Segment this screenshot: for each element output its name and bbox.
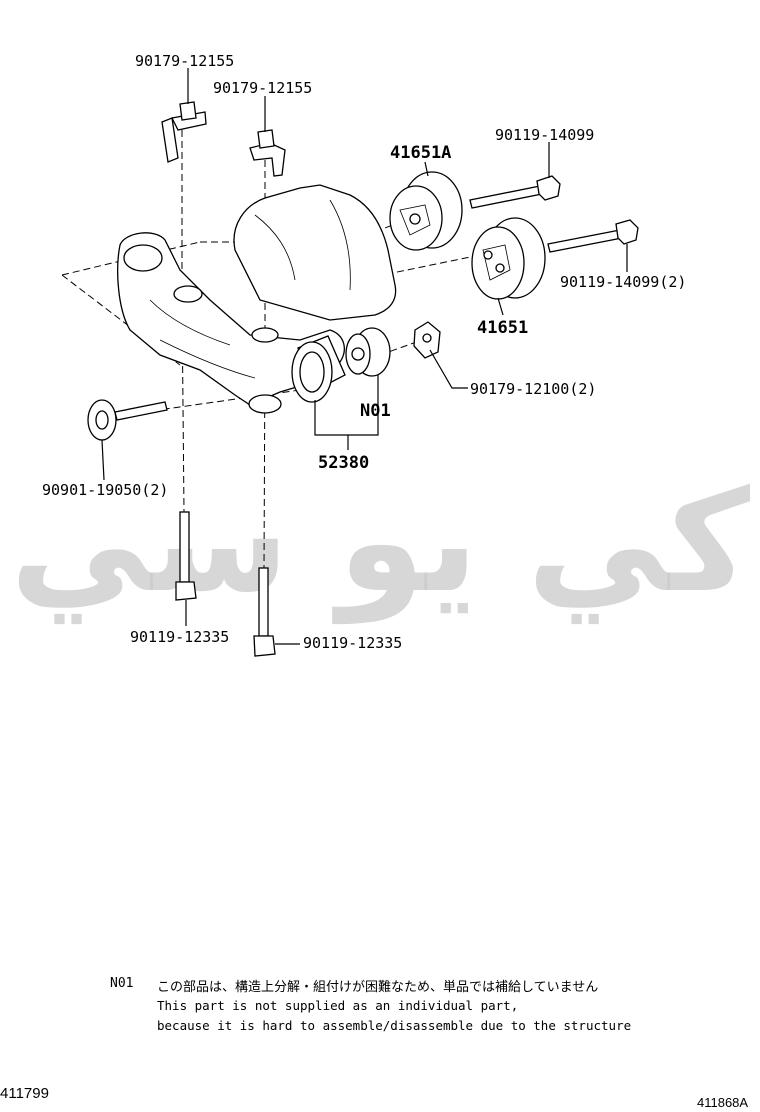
label-mount-main: 41651 (477, 318, 528, 338)
label-nut-right: 90179-12100(2) (470, 380, 596, 398)
support-member (117, 232, 345, 406)
mount-41651a (389, 171, 463, 251)
n01-bushing (345, 327, 391, 377)
label-bolt-bottom-left: 90119-12335 (130, 628, 229, 646)
footnote-english-line1: This part is not supplied as an individu… (157, 998, 519, 1013)
label-bolt-bottom-right: 90119-12335 (303, 634, 402, 652)
differential-housing (233, 184, 397, 321)
bracket-right (249, 129, 286, 177)
label-support: 52380 (318, 453, 369, 473)
bolt-bottom-right (253, 567, 276, 657)
footnote-english-line2: because it is hard to assemble/disassemb… (157, 1018, 632, 1033)
bracket-left (161, 101, 207, 163)
label-bracket-bolt-left: 90179-12155 (135, 52, 234, 70)
mount-bolt-right (547, 219, 639, 253)
mount-bolt-top (469, 175, 561, 209)
leader-lines (101, 68, 628, 645)
footer-right-code: 411868A (697, 1095, 749, 1110)
label-mount-bolt-right: 90119-14099(2) (560, 273, 686, 291)
label-mount-bolt-top: 90119-14099 (495, 126, 594, 144)
watermark: كي يو سي (10, 461, 751, 625)
bolt-left (87, 399, 168, 441)
label-bolt-left: 90901-19050(2) (42, 481, 168, 499)
label-bracket-bolt-right: 90179-12155 (213, 79, 312, 97)
mount-41651 (471, 217, 546, 300)
label-mount-a: 41651A (390, 143, 451, 163)
label-n01: N01 (360, 401, 391, 421)
footnote-marker: N01 (110, 976, 134, 991)
support-tube (291, 335, 346, 403)
footnote-japanese: この部品は、構造上分解・組付けが困難なため、単品では補給していません (157, 980, 599, 995)
footer-left-code: 411799 (0, 1085, 49, 1102)
bolt-bottom-left (175, 511, 197, 601)
